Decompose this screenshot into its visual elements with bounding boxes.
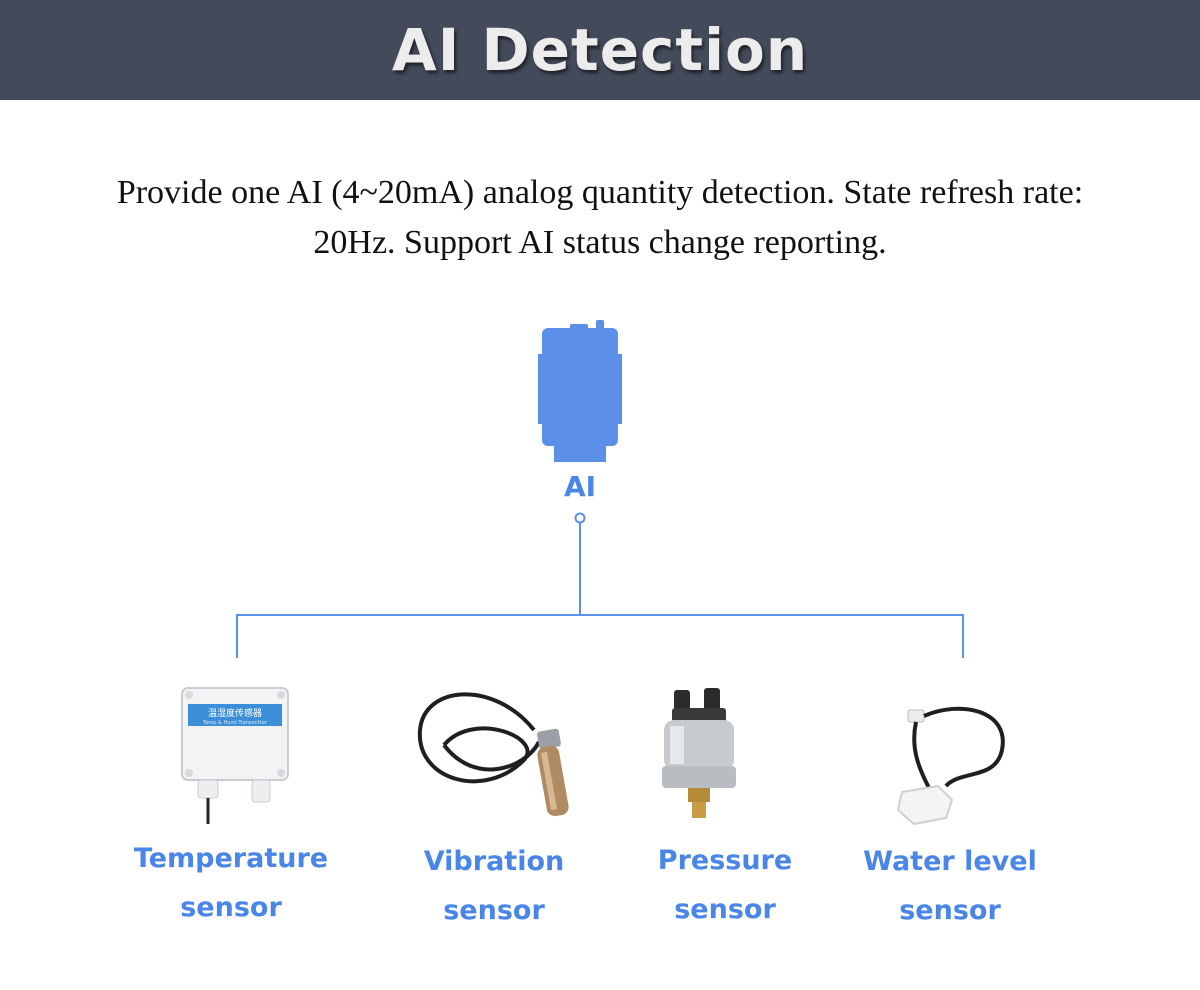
temperature-sensor-label: Temperature sensor xyxy=(133,843,329,923)
ai-device-icon xyxy=(538,320,622,462)
description-line-1: Provide one AI (4~20mA) analog quantity … xyxy=(116,174,1084,211)
header-banner: AI Detection xyxy=(0,0,1200,100)
connector-node xyxy=(574,512,586,524)
page-title: AI Detection xyxy=(391,16,809,84)
pressure-sensor-icon xyxy=(662,688,736,818)
pressure-sensor-label: Pressure sensor xyxy=(657,845,793,925)
water-level-sensor-label: Water level sensor xyxy=(863,846,1037,926)
temperature-panel-text: 温湿度传感器 xyxy=(208,707,262,719)
vibration-sensor-icon xyxy=(417,692,569,817)
description-line-2: 20Hz. Support AI status change reporting… xyxy=(313,224,887,261)
connector-lines xyxy=(236,512,964,658)
temperature-panel-subtext: Temp & Humi Transmitter xyxy=(202,720,268,726)
water-level-sensor-icon xyxy=(896,706,1005,826)
ai-label: AI xyxy=(563,470,597,503)
vibration-sensor-label: Vibration sensor xyxy=(423,846,565,926)
description: Provide one AI (4~20mA) analog quantity … xyxy=(40,168,1160,268)
temperature-sensor-icon: 温湿度传感器 Temp & Humi Transmitter xyxy=(181,687,289,824)
